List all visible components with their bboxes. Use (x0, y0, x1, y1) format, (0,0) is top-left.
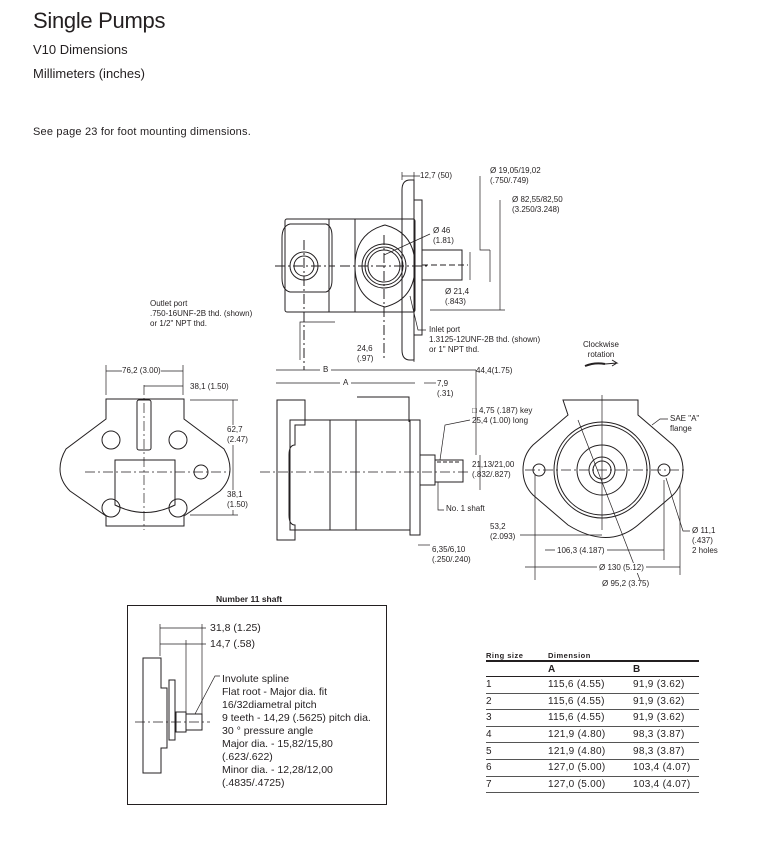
top-view-drawing (275, 172, 505, 370)
shaft-11-title: Number 11 shaft (216, 594, 283, 604)
foot-mounting-note: See page 23 for foot mounting dimensions… (33, 126, 251, 138)
spline-spec: Involute spline Flat root - Major dia. f… (222, 673, 371, 789)
dim-width: 76,2 (3.00) (122, 366, 161, 376)
mounting-holes-label: Ø 11,1(.437)2 holes (692, 526, 718, 555)
dim-b: B (320, 365, 332, 375)
header-dimension: Dimension (548, 650, 633, 662)
dim-half-width: 38,1 (1.50) (190, 382, 229, 391)
dim-bolt-spacing: 106,3 (4.187) (555, 546, 607, 556)
dim-pilot: Ø 95,2 (3.75) (602, 579, 650, 588)
dim-inlet-dia: Ø 46(1.81) (433, 226, 454, 245)
dim-shaft11-spline: 14,7 (.58) (210, 638, 255, 650)
page-title: Single Pumps (33, 8, 166, 33)
front-view-drawing (520, 395, 690, 581)
page-subtitle: V10 Dimensions (33, 42, 128, 57)
left-end-view-drawing (59, 365, 238, 530)
dim-flange-width: Ø 130 (5.12) (597, 563, 646, 573)
rotation-arrow-icon (584, 359, 619, 367)
outlet-port-label: Outlet port.750-16UNF-2B thd. (shown)or … (150, 299, 253, 328)
shaft-dia-label: 21,13/21,00(.832/.827) (472, 460, 515, 479)
side-view-drawing (260, 369, 481, 546)
shaft-11-drawing (135, 624, 220, 774)
dim-flange-thickness: 12,7 (50) (420, 171, 453, 180)
dim-shaft-length: 44,4(1.75) (476, 366, 513, 375)
shaft-11-box (127, 605, 387, 805)
dim-pilot-dia: Ø 82,55/82,50(3.250/3.248) (512, 195, 563, 214)
pilot-length-label: 6,35/6,10(.250/.240) (432, 545, 471, 564)
dim-shaft-dia: Ø 19,05/19,02(.750/.749) (490, 166, 541, 185)
dim-shaft11-total: 31,8 (1.25) (210, 622, 261, 634)
dim-upper-height: 62,7(2.47) (227, 425, 248, 445)
header-b: B (633, 661, 699, 677)
flange-label: SAE "A"flange (670, 414, 700, 433)
dim-a: A (340, 378, 352, 388)
dim-key-dia: Ø 21,4(.843) (445, 287, 470, 306)
header-ring-size: Ring size (486, 650, 548, 662)
dim-shoulder: 7,9(.31) (437, 379, 454, 398)
units-label: Millimeters (inches) (33, 66, 145, 81)
header-a: A (548, 661, 633, 677)
shaft-name-label: No. 1 shaft (446, 504, 485, 513)
dim-offset: 24,6(.97) (357, 344, 374, 363)
dim-center-height: 53,2(2.093) (490, 522, 516, 541)
dim-lower-height: 38,1(1.50) (227, 490, 248, 510)
